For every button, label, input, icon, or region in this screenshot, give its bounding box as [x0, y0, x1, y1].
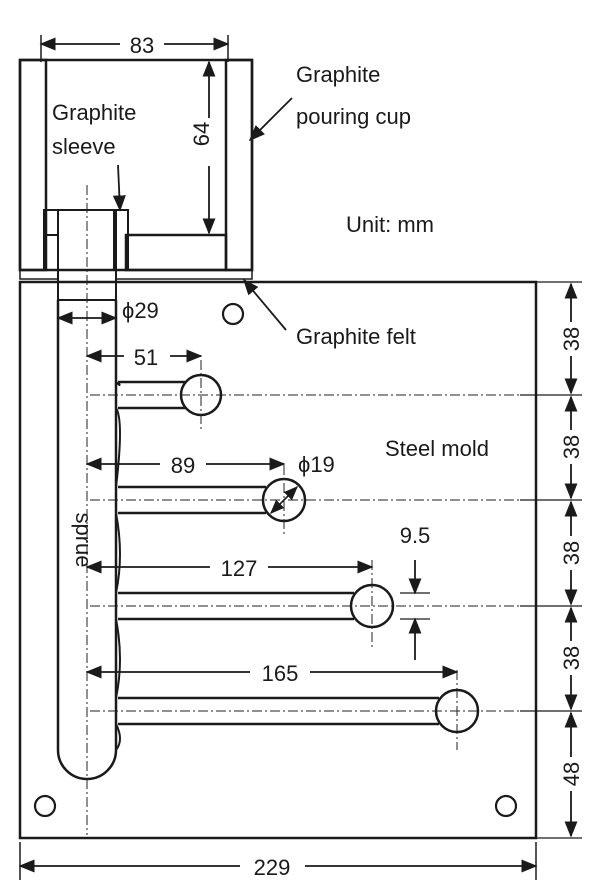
dim-total-width: 229 [18, 842, 538, 880]
dim-right-chain: 38 38 38 38 48 [520, 281, 585, 839]
label-sleeve-line1: Graphite [52, 100, 136, 125]
dim-arm-gap: 9.5 [400, 523, 431, 660]
dim-right-38-4: 38 [559, 646, 584, 670]
pin-hole-top [221, 302, 245, 326]
graphite-sleeve [43, 209, 129, 301]
label-sprue: sprue [71, 512, 96, 567]
dim-165-label: 165 [262, 661, 299, 686]
dim-9-5-label: 9.5 [400, 523, 431, 548]
arm-1 [90, 360, 520, 430]
label-pouring-cup: Graphite pouring cup [248, 62, 411, 142]
dim-cup-width: 83 [39, 33, 230, 62]
dim-29-label: ϕ29 [122, 298, 159, 323]
dim-ball-dia: ϕ19 [269, 452, 335, 515]
label-felt: Graphite felt [242, 278, 416, 349]
label-steel-mold: Steel mold [385, 436, 489, 461]
dim-arm-4: 165 [85, 661, 459, 686]
dim-cup-depth: 64 [189, 60, 216, 235]
arm-2 [90, 465, 520, 535]
pin-hole-bottom-left [33, 794, 57, 818]
arm-4 [90, 670, 520, 750]
dim-arm-1: 51 [85, 345, 203, 370]
steel-mold-body [18, 280, 538, 840]
label-unit: Unit: mm [346, 212, 434, 237]
dim-64-label: 64 [189, 122, 214, 146]
dim-right-38-2: 38 [559, 435, 584, 459]
dim-sprue-dia: ϕ29 [56, 298, 159, 325]
dim-19-label: ϕ19 [298, 452, 335, 477]
dim-right-38-1: 38 [559, 327, 584, 351]
graphite-pouring-cup [18, 58, 254, 272]
label-felt-text: Graphite felt [296, 324, 416, 349]
dim-51-label: 51 [134, 345, 158, 370]
label-pouring-cup-line1: Graphite [296, 62, 380, 87]
dim-arm-3: 127 [85, 556, 374, 581]
pin-hole-bottom-right [494, 794, 518, 818]
label-sleeve-line2: sleeve [52, 134, 116, 159]
dim-89-label: 89 [171, 453, 195, 478]
label-sleeve: Graphite sleeve [48, 96, 158, 212]
dim-right-48: 48 [559, 762, 584, 786]
dim-229-label: 229 [254, 855, 291, 880]
dim-127-label: 127 [221, 556, 258, 581]
arm-3 [90, 560, 520, 650]
dim-right-38-3: 38 [559, 541, 584, 565]
dim-arm-2: 89 [85, 453, 286, 478]
graphite-felt [19, 269, 253, 280]
sprue-channel [56, 300, 118, 781]
dim-83-label: 83 [130, 33, 154, 58]
label-pouring-cup-line2: pouring cup [296, 104, 411, 129]
